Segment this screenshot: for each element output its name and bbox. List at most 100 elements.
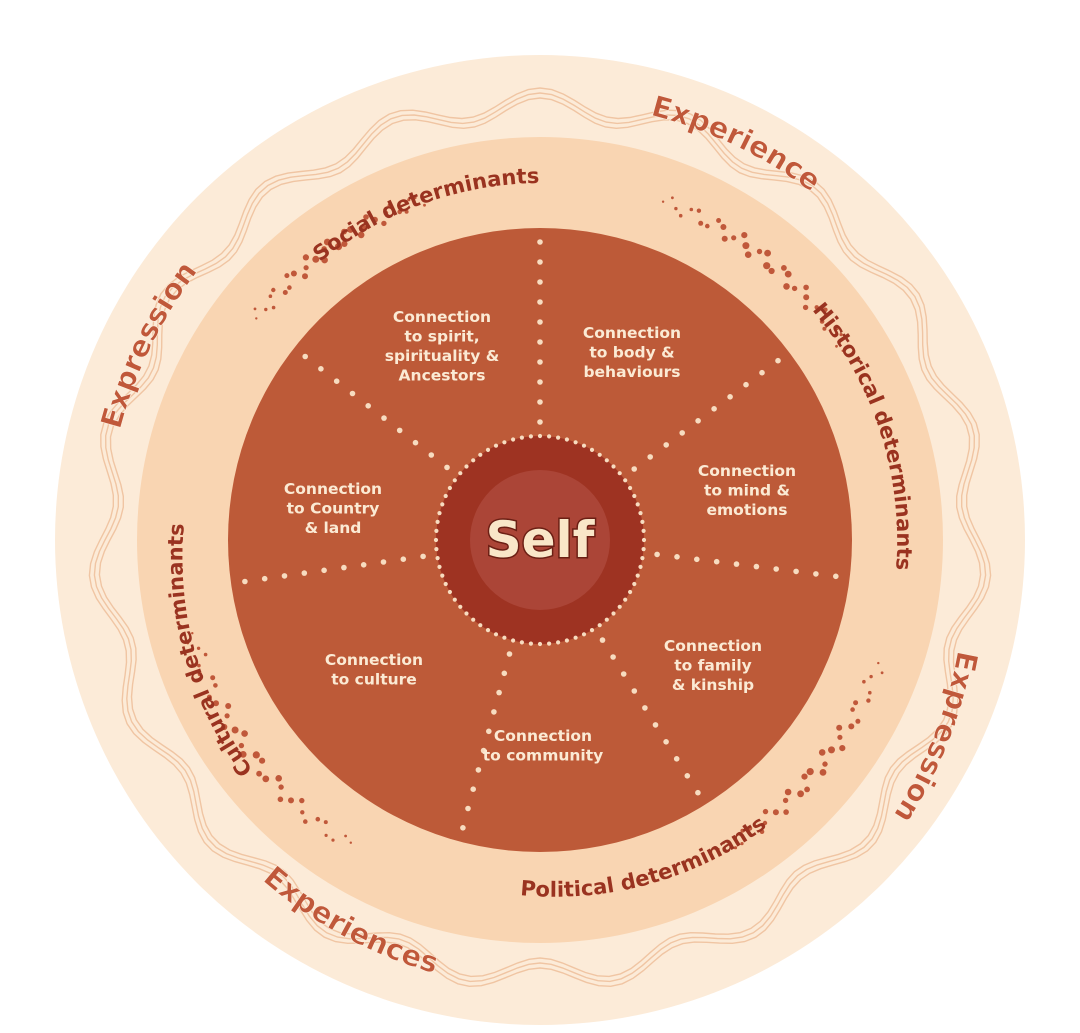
trail-dot — [733, 846, 738, 850]
spoke-dot — [695, 418, 701, 424]
spoke-dot — [537, 239, 543, 245]
center-dot — [435, 556, 440, 561]
trail-dot — [349, 841, 352, 844]
trail-dot — [428, 199, 431, 202]
trail-dot — [783, 809, 789, 815]
trail-dot — [740, 842, 744, 846]
trail-dot — [299, 797, 305, 804]
trail-dot — [744, 251, 752, 258]
trail-dot — [756, 248, 763, 255]
trail-dot — [869, 674, 873, 679]
center-dot — [604, 617, 609, 622]
center-dot — [635, 573, 640, 578]
wave-line — [93, 92, 987, 983]
trail-dot — [740, 828, 745, 833]
center-dot — [440, 502, 445, 507]
trail-dot — [721, 235, 728, 242]
trail-dot — [303, 819, 308, 824]
center-dot — [485, 447, 491, 452]
spoke-dot — [647, 454, 653, 460]
center-dot — [447, 589, 452, 595]
trail-dot — [818, 749, 826, 756]
spoke-dot — [695, 789, 701, 796]
center-core — [470, 470, 610, 610]
trail-dot — [341, 228, 347, 235]
center-dot — [528, 641, 534, 646]
trail-dot — [413, 196, 417, 200]
trail-dot — [705, 223, 710, 229]
trail-dot — [196, 646, 201, 650]
spoke-dot — [365, 403, 372, 409]
trail-dot — [347, 226, 354, 233]
trail-dot — [253, 307, 257, 311]
trail-dot — [803, 294, 810, 301]
spoke-dot — [733, 561, 740, 567]
spoke-dot — [759, 369, 765, 376]
trail-dot — [803, 284, 809, 291]
spoke-dot — [460, 825, 466, 831]
spoke-dot — [673, 756, 680, 762]
spoke-dot — [713, 558, 720, 565]
trail-dot — [362, 225, 368, 231]
spoke-dot — [727, 394, 733, 400]
center-dot — [628, 485, 633, 491]
center-dot — [617, 471, 622, 476]
trail-dot — [206, 694, 212, 700]
trail-dot — [823, 307, 828, 313]
spoke-dot — [694, 556, 700, 563]
trail-dot — [303, 265, 309, 271]
spoke-dot — [349, 390, 356, 397]
spoke-dot — [537, 399, 543, 405]
trail-dot — [252, 751, 260, 759]
spoke-dot — [506, 651, 513, 657]
spoke-dot — [480, 747, 487, 754]
center-dot — [443, 581, 448, 587]
center-dot — [635, 502, 640, 507]
trail-dot — [302, 254, 309, 261]
trail-dot — [801, 773, 808, 780]
trail-dot — [186, 641, 190, 645]
trail-dot — [850, 707, 855, 712]
trail-dot — [271, 305, 276, 310]
spoke-dot — [813, 571, 819, 577]
trail-dot — [344, 834, 347, 838]
center-dot — [447, 485, 452, 491]
trail-dot — [741, 232, 748, 239]
center-dot — [433, 537, 439, 543]
trail-dot — [722, 841, 725, 845]
trail-dot — [696, 208, 702, 213]
spoke-dot — [663, 442, 669, 448]
trail-dot — [277, 796, 284, 803]
spoke-dot — [642, 705, 648, 711]
center-dot — [485, 628, 491, 633]
wavy-lines — [88, 87, 992, 988]
trail-dot — [312, 255, 320, 263]
spoke-dot — [496, 689, 502, 696]
center-dot — [581, 632, 587, 637]
trail-dot — [262, 775, 270, 783]
spoke-dot — [684, 773, 691, 779]
trail-dot — [819, 769, 827, 776]
trail-dot — [423, 203, 426, 207]
trail-dot — [764, 249, 771, 257]
trail-dot — [238, 742, 245, 749]
trail-dot — [383, 210, 389, 216]
trail-dot — [791, 285, 798, 292]
center-dot — [604, 458, 609, 463]
trail-dot — [213, 700, 219, 707]
trail-dot — [381, 220, 387, 227]
center-dot — [458, 471, 463, 476]
trail-dot — [239, 751, 247, 758]
spoke-dot — [631, 688, 638, 694]
trail-dot — [404, 209, 409, 214]
center-dot — [547, 434, 552, 439]
trail-dot — [674, 206, 678, 211]
trail-dot — [241, 730, 248, 737]
center-dot — [617, 604, 622, 609]
trail-dot — [300, 810, 305, 815]
